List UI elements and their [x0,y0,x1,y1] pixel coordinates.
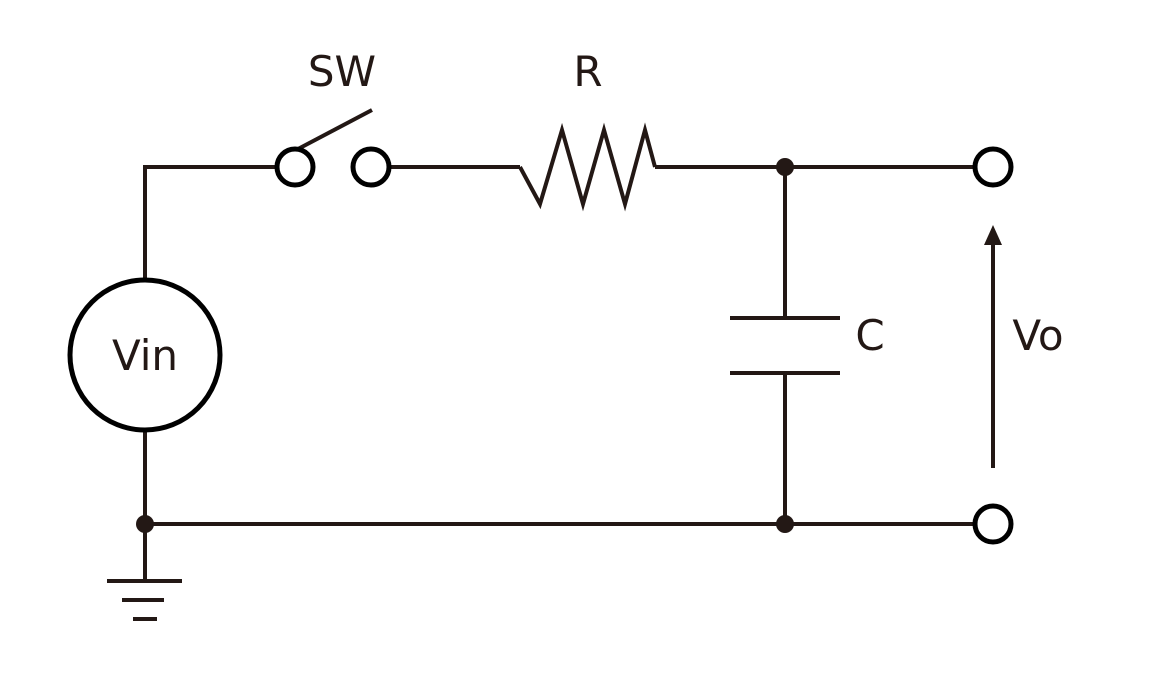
capacitor-label: C [855,311,884,360]
voltage-source-symbol [67,277,223,433]
switch-terminal-left [274,146,316,188]
vo-arrow-head [984,225,1002,245]
output-voltage-label: Vo [1012,311,1063,360]
resistor-symbol [518,122,657,212]
junction-node-bottom-left [136,515,154,533]
resistor-label: R [573,47,602,96]
switch-terminal-right [350,146,392,188]
output-terminal-top [972,146,1014,188]
source-label: Vin [112,331,178,380]
junction-node-bottom-right [776,515,794,533]
wire-source-to-switch [143,165,277,280]
switch-lever [297,108,373,151]
switch-label: SW [308,47,376,96]
junction-node-top [776,158,794,176]
output-terminal-bottom [972,503,1014,545]
